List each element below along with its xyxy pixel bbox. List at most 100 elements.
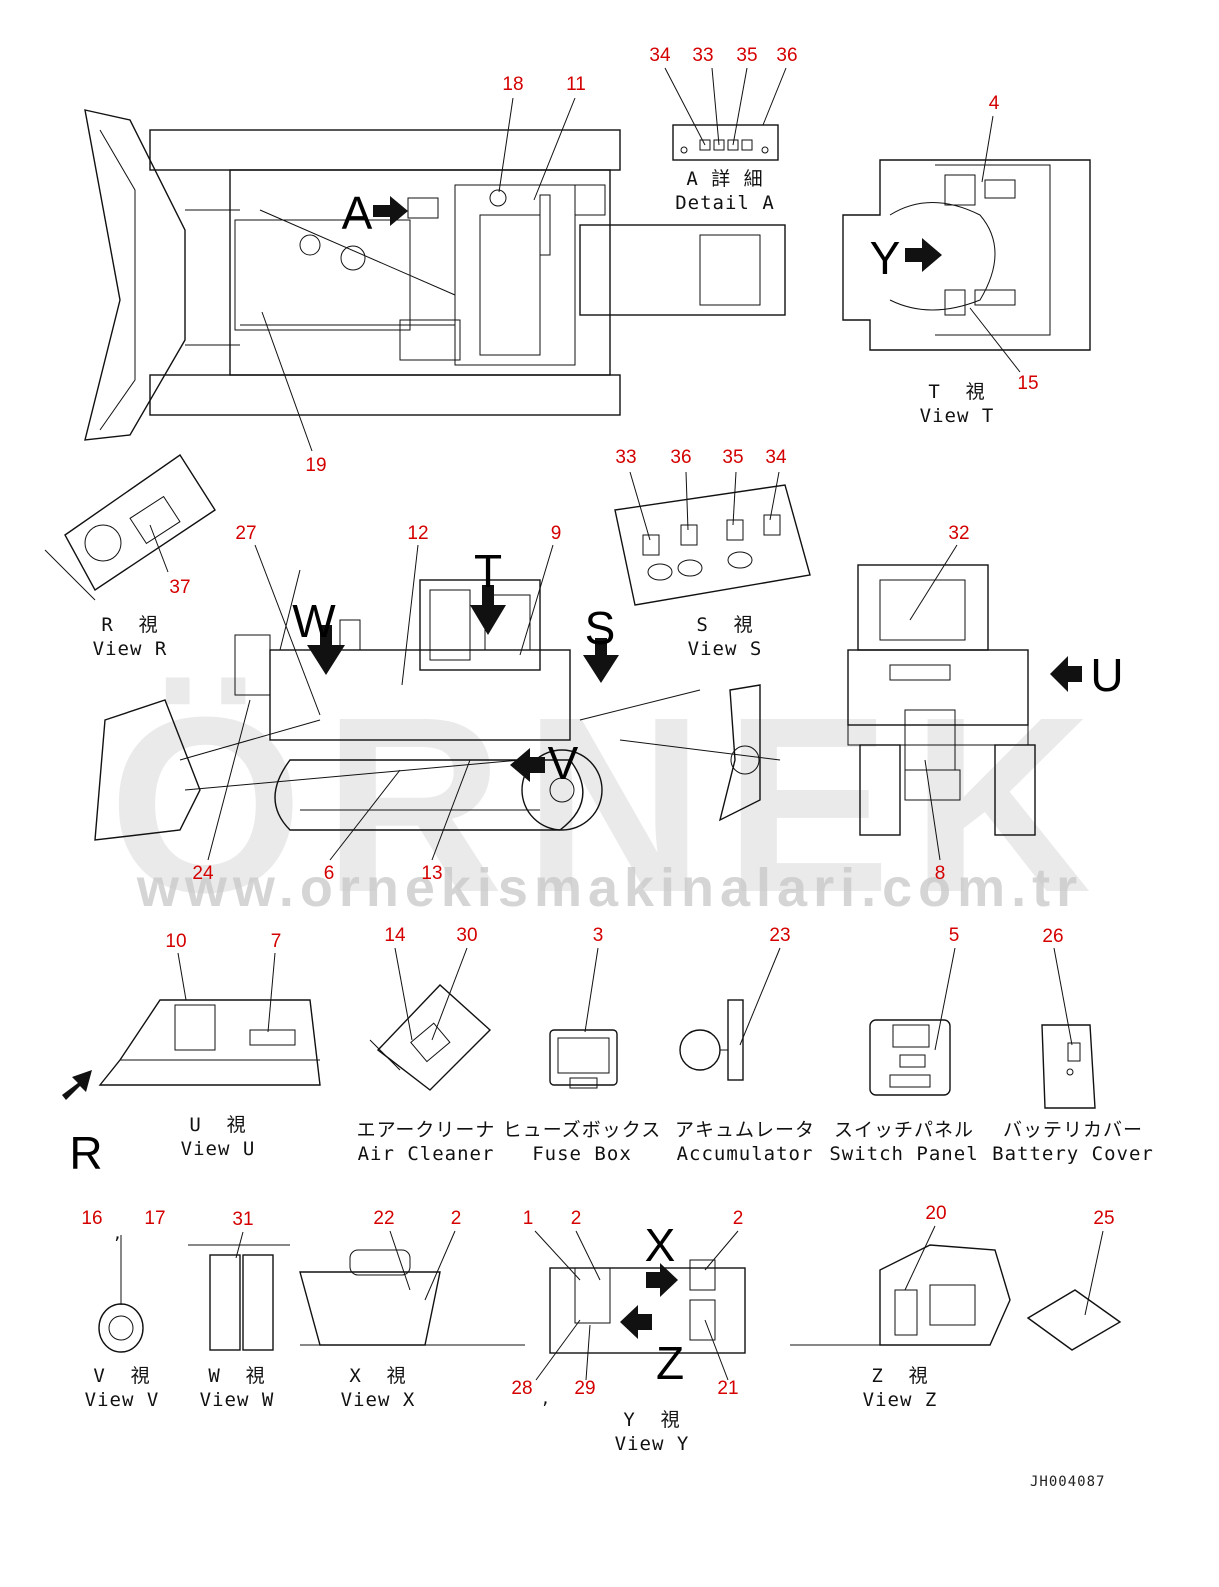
arrow-s-icon [583,638,619,683]
callout-16: 16 [81,1208,103,1229]
callout-5: 5 [948,925,960,946]
view-s-drawing [614,484,811,606]
caption-view-v: V 視 View V [84,1365,160,1411]
callout-33-s: 33 [615,447,637,468]
drawing-code: JH004087 [1030,1474,1106,1490]
callout-7: 7 [270,931,282,952]
view-w-drawing [188,1244,290,1351]
callout-19: 19 [305,455,327,476]
view-letter-x: X [644,1219,676,1271]
caption-fuse-box: ヒューズボックス Fuse Box [502,1119,662,1165]
detail-a-drawing [672,124,779,161]
view-letter-t: T [473,545,503,597]
callout-25: 25 [1093,1208,1115,1229]
callout-11: 11 [566,74,586,95]
callout-10: 10 [165,931,187,952]
view-z-drawing [790,1244,1011,1346]
callout-4: 4 [988,93,1000,114]
callout-20: 20 [925,1203,947,1224]
arrow-t-icon [470,585,506,635]
caption-view-x: X 視 View X [340,1365,416,1411]
callout-36-s: 36 [670,447,692,468]
comma-16-17: , [112,1224,124,1243]
caption-view-t: T 視 View T [919,381,995,427]
air-cleaner-drawing [369,984,492,1091]
dozer-top-view [84,109,786,441]
callout-33: 33 [692,45,714,66]
callout-15: 15 [1017,373,1039,394]
caption-view-z: Z 視 View Z [862,1365,938,1411]
callout-8: 8 [934,863,946,884]
callout-13: 13 [421,863,443,884]
view-letter-y: Y [869,232,901,284]
callout-34-s: 34 [765,447,787,468]
rear-view-drawing [847,564,1036,836]
callout-37: 37 [169,577,191,598]
caption-accumulator: アキュムレータ Accumulator [674,1119,816,1165]
callout-31: 31 [232,1209,254,1230]
callout-29: 29 [574,1378,596,1399]
callout-14: 14 [384,925,406,946]
view-y-drawing [549,1259,746,1354]
view-letter-v: V [547,737,579,789]
arrow-v-icon [510,748,545,782]
arrow-r-icon [62,1070,92,1100]
caption-view-r: R 視 View R [92,614,168,660]
callout-30: 30 [456,925,478,946]
callout-24: 24 [192,863,214,884]
fuse-box-drawing [549,1029,618,1089]
view-letter-u: U [1090,649,1124,701]
view-t-drawing [842,159,1091,351]
view-letter-a: A [341,187,373,239]
callout-26: 26 [1042,926,1064,947]
callout-3: 3 [592,925,604,946]
callout-2-y-left: 2 [570,1208,582,1229]
caption-view-y: Y 視 View Y [614,1409,690,1455]
caption-battery-cover: バッテリカバー Battery Cover [992,1119,1154,1165]
arrow-z-icon [620,1305,652,1339]
view-letter-w: W [292,595,336,647]
caption-view-u: U 視 View U [180,1114,256,1160]
callout-2-y-right: 2 [732,1208,744,1229]
leader-lines [120,67,1104,1381]
callout-22: 22 [373,1208,395,1229]
caption-detail-a: A 詳 細 Detail A [675,168,775,214]
view-v-drawing [98,1303,144,1353]
callout-12: 12 [407,523,429,544]
accumulator-drawing [679,999,744,1081]
watermark-url: www.ornekismakinalari.com.tr [136,858,1084,918]
battery-cover-drawing [1041,1024,1096,1109]
view-letter-z: Z [655,1337,685,1389]
arrow-a-icon [373,196,408,226]
callout-2-x: 2 [450,1208,462,1229]
view-u-drawing [98,999,321,1086]
callout-23: 23 [769,925,791,946]
callout-36: 36 [776,45,798,66]
comma-28-29: , [540,1389,552,1408]
arrow-x-icon [646,1263,678,1297]
caption-view-w: W 視 View W [199,1365,275,1411]
switch-panel-drawing [869,1019,951,1096]
view-r-drawing [44,454,216,601]
plate-25-drawing [1026,1289,1122,1351]
caption-view-s: S 視 View S [687,614,763,660]
callout-18: 18 [502,74,524,95]
arrow-y-icon [905,238,942,272]
callout-32: 32 [948,523,970,544]
dozer-side-view [94,569,781,841]
view-letter-r: R [69,1127,103,1179]
callout-1: 1 [522,1208,534,1229]
callout-35: 35 [736,45,758,66]
caption-air-cleaner: エアークリーナ Air Cleaner [356,1119,496,1165]
callout-34: 34 [649,45,671,66]
callout-21: 21 [717,1378,739,1399]
arrow-u-icon [1050,656,1082,692]
callout-6: 6 [323,863,335,884]
callout-17: 17 [144,1208,166,1229]
callout-28: 28 [511,1378,533,1399]
view-letter-s: S [584,602,616,654]
caption-switch-panel: スイッチパネル Switch Panel [829,1119,979,1165]
callout-27: 27 [235,523,257,544]
